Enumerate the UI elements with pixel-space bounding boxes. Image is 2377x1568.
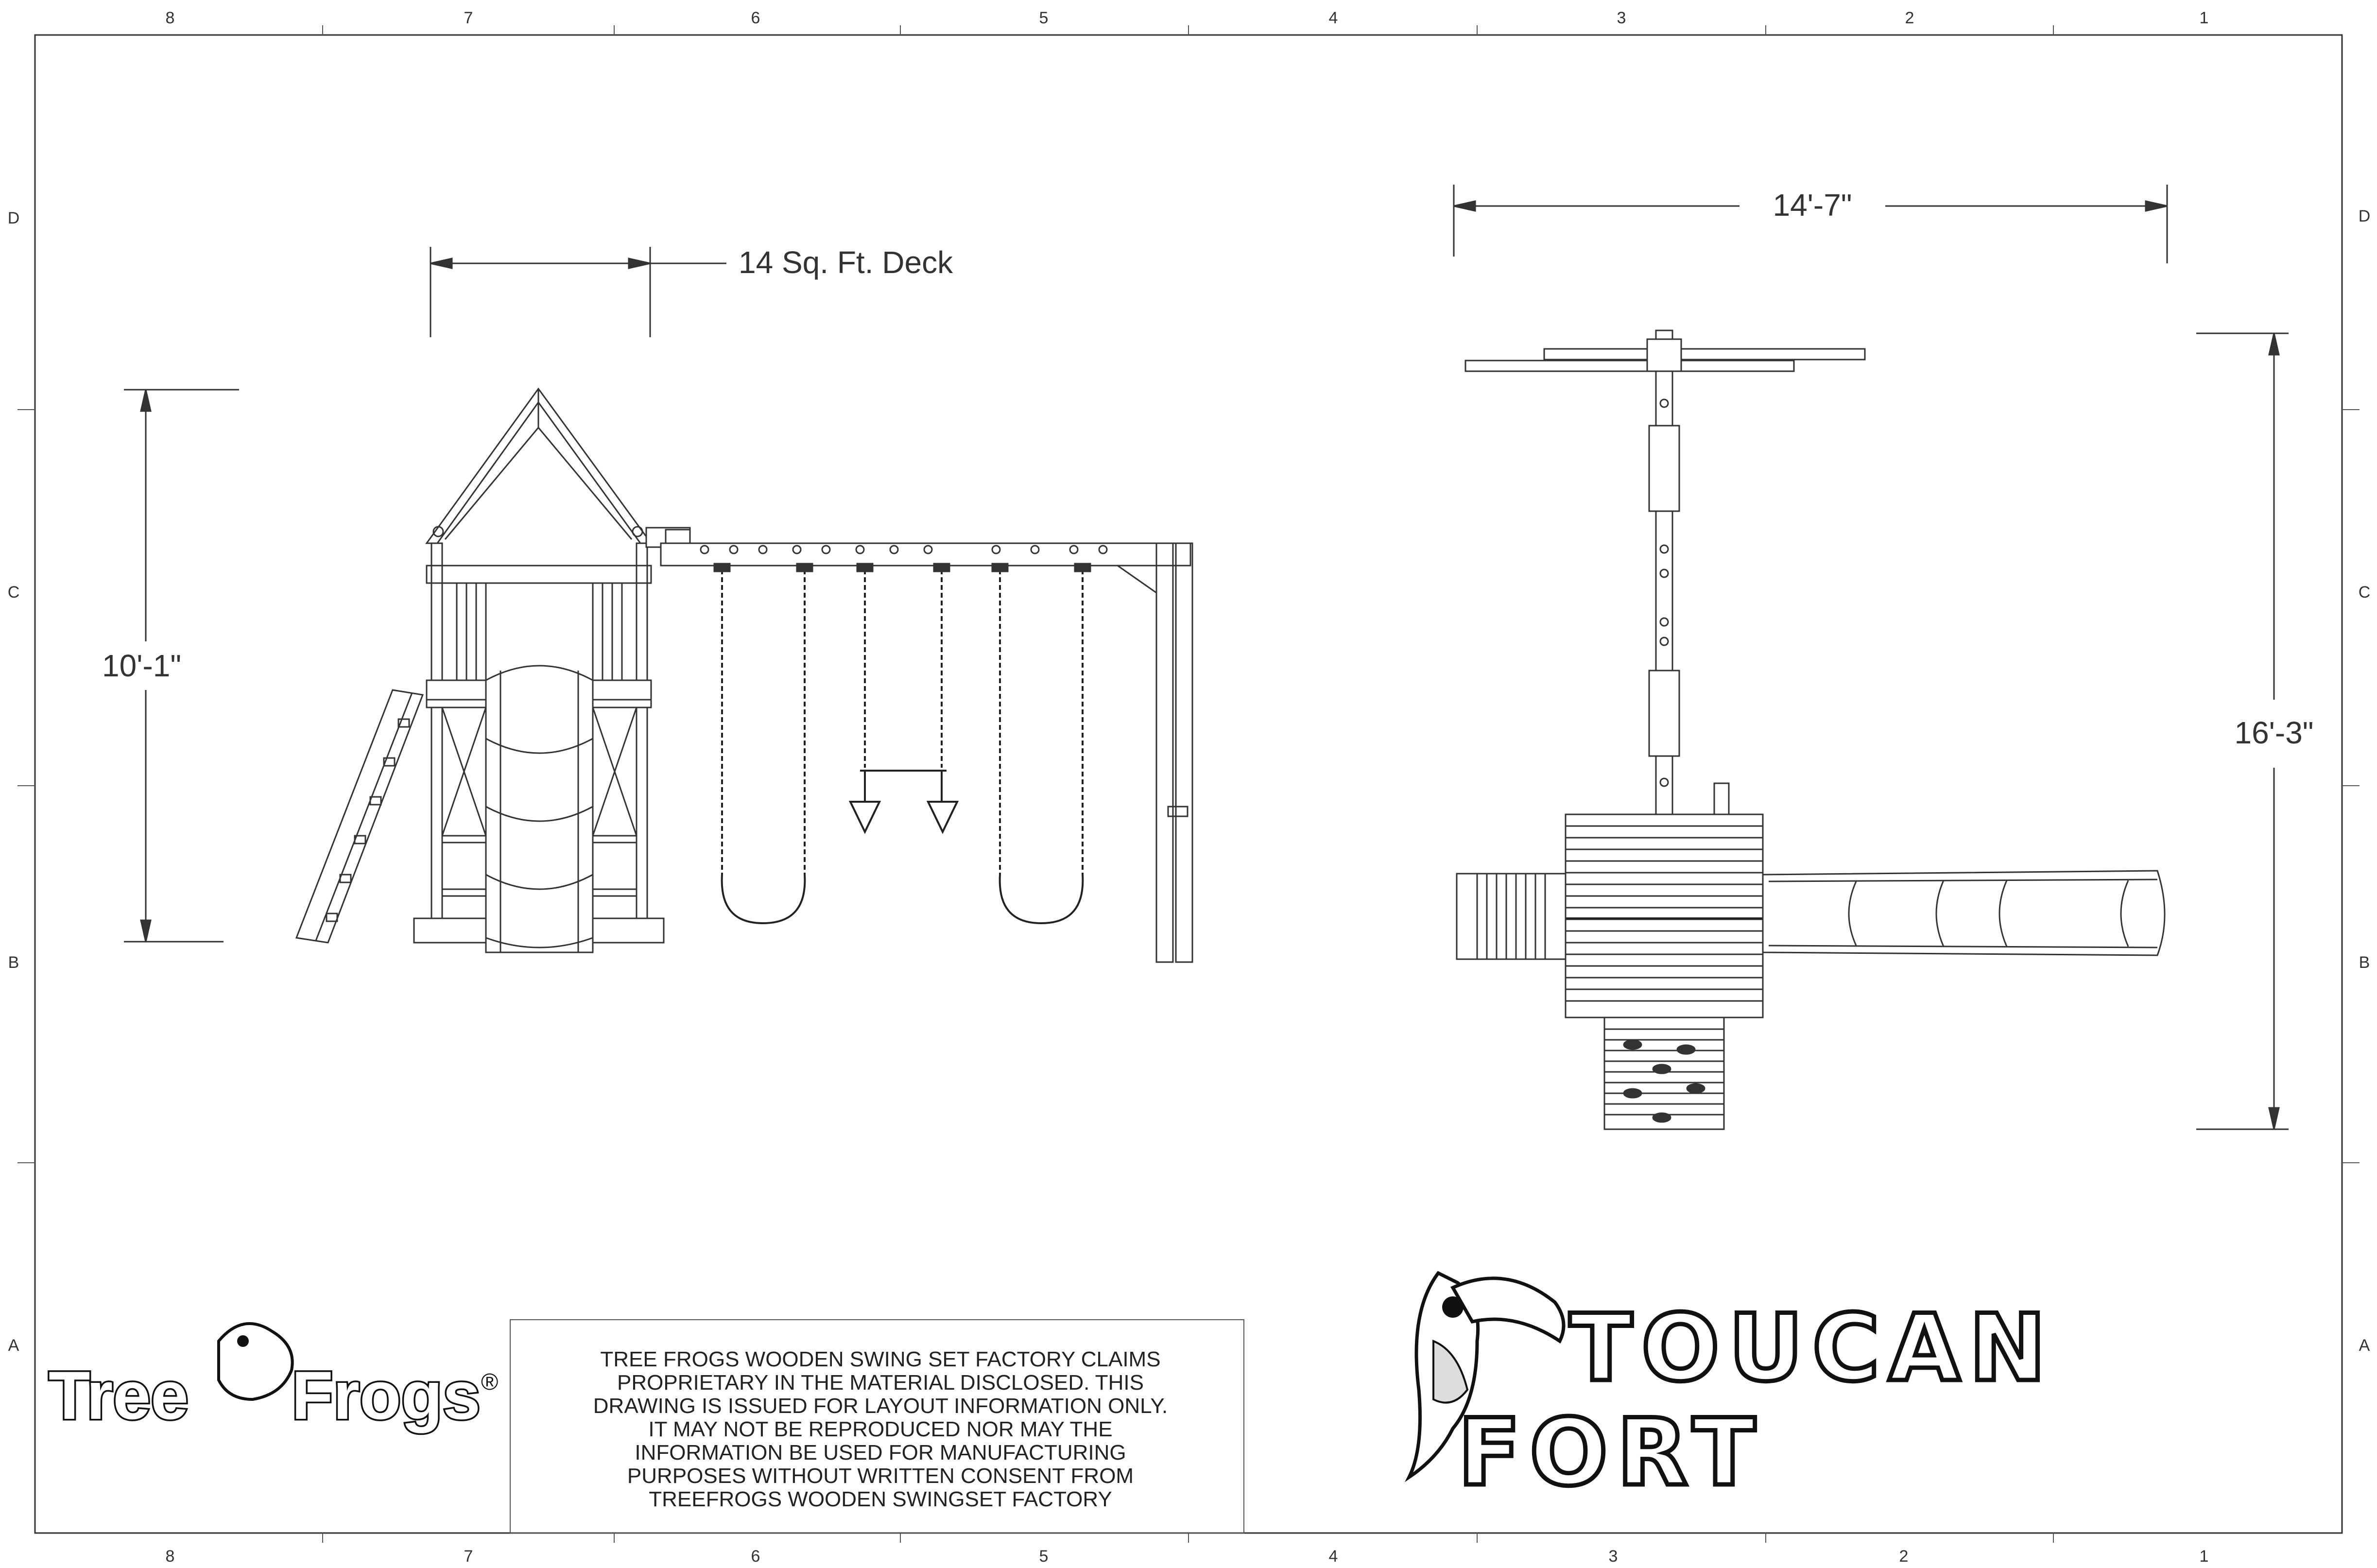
- row-label: C: [8, 583, 20, 602]
- col-label: 4: [1329, 9, 1338, 27]
- swing-hangers: [713, 563, 1091, 572]
- swing-beam: [660, 542, 1193, 963]
- plan-view: 14'-7" 16'-3": [1453, 185, 2314, 1130]
- col-label: 3: [1617, 9, 1626, 27]
- row-label: A: [2359, 1336, 2370, 1355]
- disclaimer-line: PROPRIETARY IN THE MATERIAL DISCLOSED. T…: [617, 1371, 1144, 1395]
- title-line-2: FORT: [1458, 1399, 1764, 1506]
- col-label: 6: [751, 9, 760, 27]
- row-label: C: [2359, 583, 2371, 602]
- col-label: 6: [751, 1547, 760, 1566]
- product-title: TOUCAN FORT: [1404, 1271, 2055, 1509]
- trapeze-bar: [848, 770, 959, 834]
- climbing-wall-side: [295, 689, 424, 944]
- disclaimer-line: TREEFROGS WOODEN SWINGSET FACTORY: [649, 1487, 1112, 1511]
- belt-swing-right: [999, 874, 1084, 925]
- disclaimer-line: PURPOSES WITHOUT WRITTEN CONSENT FROM: [627, 1464, 1134, 1488]
- row-label: A: [8, 1336, 19, 1355]
- col-label: 7: [464, 9, 473, 27]
- logo-registered-mark: ®: [481, 1369, 498, 1395]
- plan-rock-wall: [1603, 1017, 1725, 1130]
- column-labels-bottom: 8 7 6 5 4 3 2 1: [166, 1547, 2209, 1566]
- side-height-label: 10'-1": [102, 648, 181, 683]
- col-label: 8: [166, 9, 175, 27]
- col-label: 2: [1899, 1547, 1909, 1566]
- disclaimer-line: TREE FROGS WOODEN SWING SET FACTORY CLAI…: [600, 1347, 1160, 1371]
- plan-width-dimension: [1453, 185, 2168, 263]
- plan-depth-label: 16'-3": [2234, 715, 2313, 750]
- side-height-dimension: [124, 389, 239, 943]
- col-label: 7: [464, 1547, 473, 1566]
- grid-ticks: [17, 25, 2360, 1543]
- frog-icon: [217, 1322, 294, 1401]
- plan-deck: [1565, 813, 1764, 1018]
- disclaimer-line: DRAWING IS ISSUED FOR LAYOUT INFORMATION…: [593, 1394, 1168, 1418]
- belt-swing-left: [721, 874, 806, 925]
- row-label: D: [8, 209, 20, 227]
- row-label: B: [2359, 953, 2370, 972]
- col-label: 4: [1329, 1547, 1338, 1566]
- deck-width-dimension: [430, 247, 726, 337]
- column-labels-top: 8 7 6 5 4 3 2 1: [166, 9, 2209, 27]
- tube-slide-front: [485, 665, 594, 953]
- plan-width-label: 14'-7": [1773, 188, 1852, 223]
- title-line-1: TOUCAN: [1569, 1294, 2055, 1402]
- col-label: 2: [1905, 9, 1914, 27]
- tower-roof: [425, 387, 653, 544]
- disclaimer-line: IT MAY NOT BE REPRODUCED NOR MAY THE: [648, 1417, 1112, 1441]
- col-label: 8: [166, 1547, 175, 1566]
- col-label: 3: [1609, 1547, 1618, 1566]
- col-label: 1: [2200, 1547, 2209, 1566]
- side-elevation-view: 14 Sq. Ft. Deck 10'-1": [102, 245, 1193, 963]
- col-label: 5: [1039, 1547, 1049, 1566]
- disclaimer-box: TREE FROGS WOODEN SWING SET FACTORY CLAI…: [510, 1319, 1244, 1534]
- row-labels-left: D C B A: [8, 209, 20, 1355]
- col-label: 5: [1039, 9, 1049, 27]
- plan-depth-dimension: [2196, 332, 2289, 1130]
- logo-word-tree: Tree: [49, 1357, 189, 1433]
- logo-word-frogs: Frogs: [292, 1357, 481, 1433]
- plan-ladder: [1456, 873, 1567, 960]
- row-labels-right: D C B A: [2359, 207, 2371, 1355]
- plan-slide: [1762, 870, 2166, 956]
- row-label: B: [8, 953, 19, 972]
- col-label: 1: [2200, 9, 2209, 27]
- deck-size-label: 14 Sq. Ft. Deck: [739, 245, 953, 280]
- disclaimer-line: INFORMATION BE USED FOR MANUFACTURING: [635, 1441, 1126, 1465]
- plan-swing-beam: [1464, 329, 1866, 815]
- swing-chains: [721, 569, 1084, 875]
- row-label: D: [2359, 207, 2371, 225]
- toucan-icon: [1404, 1271, 1566, 1482]
- treefrogs-logo: Tree Frogs ®: [47, 1322, 498, 1435]
